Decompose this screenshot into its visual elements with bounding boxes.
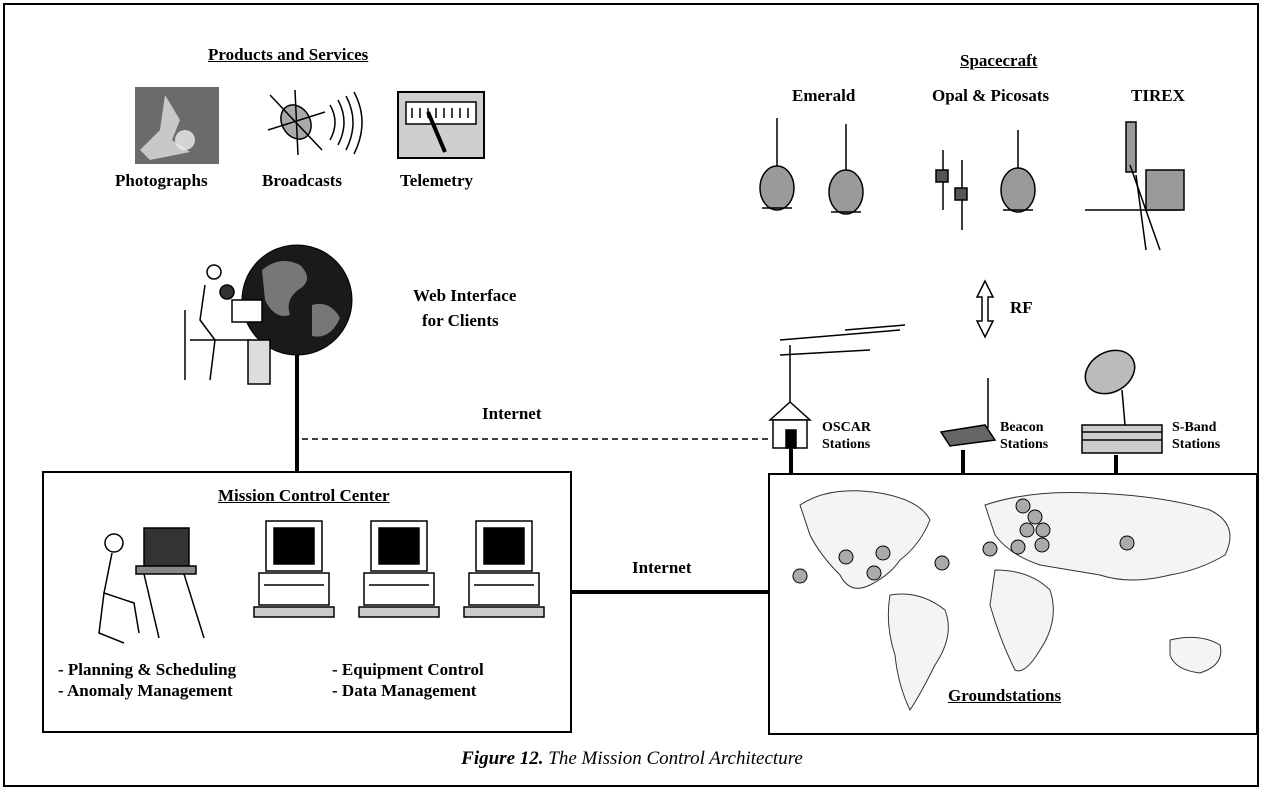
telemetry-label: Telemetry bbox=[400, 171, 474, 190]
beacon-line1: Beacon bbox=[1000, 420, 1044, 435]
sband-stations-label: S-Band Stations bbox=[1172, 420, 1220, 454]
function-anomaly: - Anomaly Management bbox=[58, 681, 233, 701]
continents bbox=[799, 490, 1231, 712]
picosat-stack-icon bbox=[935, 150, 968, 230]
web-interface-line1: Web Interface bbox=[413, 286, 517, 305]
groundstations-title: Groundstations bbox=[948, 686, 1062, 705]
computer-3-icon bbox=[463, 520, 545, 618]
beacon-stations-label: Beacon Stations bbox=[1000, 420, 1048, 454]
oscar-station-icon bbox=[768, 324, 906, 449]
computer-1-icon bbox=[253, 520, 335, 618]
function-data: - Data Management bbox=[332, 681, 477, 701]
emerald-satellite-1-icon bbox=[759, 118, 795, 211]
sband-line1: S-Band bbox=[1172, 420, 1217, 435]
world-map bbox=[792, 490, 1231, 712]
caption-label: Figure 12. bbox=[461, 748, 544, 769]
opal-picosats-label: Opal & Picosats bbox=[932, 86, 1050, 105]
tirex-label: TIREX bbox=[1131, 86, 1185, 105]
groundstation-markers bbox=[792, 498, 1135, 584]
oscar-line1: OSCAR bbox=[822, 420, 872, 435]
operator-workstation-icon bbox=[98, 527, 205, 644]
spacecraft-title: Spacecraft bbox=[960, 51, 1038, 70]
tirex-satellite-icon bbox=[1085, 121, 1185, 251]
beacon-station-icon bbox=[939, 378, 997, 447]
mission-control-center-box: Mission Control Center bbox=[42, 471, 572, 733]
telemetry-meter-icon bbox=[397, 91, 485, 159]
photographs-label: Photographs bbox=[115, 171, 208, 190]
mcc-functions-right: - Equipment Control - Data Management bbox=[332, 659, 484, 702]
broadcast-satellite-icon bbox=[267, 89, 363, 156]
internet-lower-label: Internet bbox=[632, 558, 692, 577]
oscar-line2: Stations bbox=[822, 436, 871, 452]
figure-frame bbox=[3, 3, 1259, 787]
opal-satellite-icon bbox=[1000, 130, 1036, 213]
mcc-title: Mission Control Center bbox=[218, 486, 390, 505]
clients-at-desk-icon bbox=[184, 264, 271, 385]
groundstations-map-box: Groundstations bbox=[768, 473, 1258, 735]
figure-caption: Figure 12. The Mission Control Architect… bbox=[0, 748, 1264, 770]
beacon-line2: Stations bbox=[1000, 436, 1049, 452]
sband-station-icon bbox=[1081, 349, 1163, 454]
oscar-stations-label: OSCAR Stations bbox=[822, 420, 871, 454]
products-services-title: Products and Services bbox=[208, 45, 369, 64]
web-interface-line2: for Clients bbox=[422, 311, 499, 330]
photograph-picture bbox=[135, 87, 219, 164]
mcc-artwork bbox=[98, 520, 545, 644]
function-equipment: - Equipment Control bbox=[332, 660, 484, 679]
internet-upper-label: Internet bbox=[482, 404, 542, 423]
sband-line2: Stations bbox=[1172, 436, 1221, 452]
caption-text: The Mission Control Architecture bbox=[543, 748, 803, 769]
computer-2-icon bbox=[358, 520, 440, 618]
function-planning: - Planning & Scheduling bbox=[58, 660, 237, 679]
globe-icon bbox=[241, 244, 353, 356]
emerald-satellite-2-icon bbox=[828, 124, 864, 215]
broadcasts-label: Broadcasts bbox=[262, 171, 342, 190]
mcc-functions-left: - Planning & Scheduling - Anomaly Manage… bbox=[58, 659, 236, 702]
emerald-label: Emerald bbox=[792, 86, 856, 105]
rf-label: RF bbox=[1010, 298, 1033, 317]
rf-double-arrow bbox=[975, 279, 995, 339]
